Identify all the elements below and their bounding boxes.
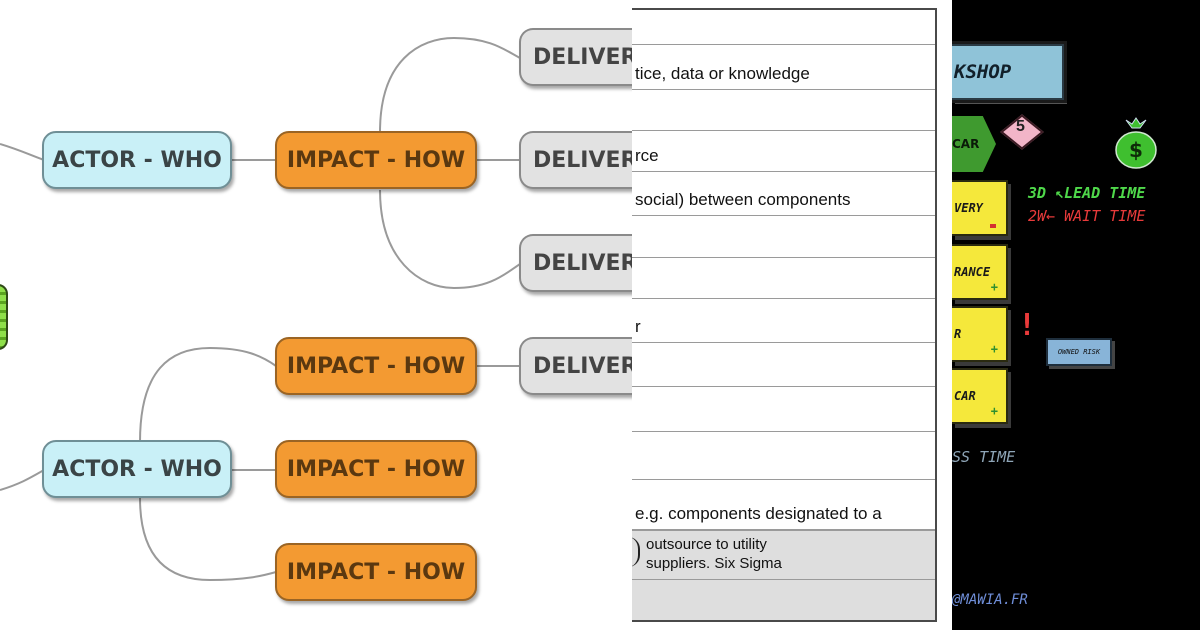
impact-map-panel: ACTOR - WHO IMPACT - HOW DELIVER DELIVER… — [0, 28, 632, 601]
map-connectors — [0, 36, 521, 582]
table-row: social) between components — [632, 172, 935, 216]
table-row: e.g. components designated to a — [632, 480, 935, 530]
table-row — [632, 432, 935, 480]
owned-risk-label: OWNED RISK — [1057, 348, 1101, 356]
table-shaded-cell: outsource to utility suppliers. Six Sigm… — [646, 535, 782, 573]
table-divider — [632, 579, 935, 580]
owned-risk-card: OWNED RISK — [1046, 338, 1112, 366]
shaded-line-2: suppliers. Six Sigma — [646, 555, 782, 572]
deliverable-node-4-label: DELIVER — [533, 353, 632, 379]
actor-node-1-label: ACTOR - WHO — [52, 147, 222, 173]
table-row — [632, 258, 935, 299]
impact-node-1[interactable]: IMPACT - HOW — [275, 131, 477, 189]
impact-node-2-label: IMPACT - HOW — [286, 353, 466, 379]
workshop-header-label: KSHOP — [954, 61, 1012, 83]
sticky-assurance: RANCE+ — [952, 244, 1008, 300]
actor-node-2[interactable]: ACTOR - WHO — [42, 440, 232, 498]
lead-time-label: 3D ↖LEAD TIME — [1028, 184, 1146, 202]
impact-node-4-label: IMPACT - HOW — [286, 559, 466, 585]
sticky-delivery: VERY — [952, 180, 1008, 236]
table-row: rce — [632, 131, 935, 172]
impact-node-3[interactable]: IMPACT - HOW — [275, 440, 477, 498]
deliverable-node-1[interactable]: DELIVER — [519, 28, 632, 86]
plus-mark: + — [990, 404, 998, 418]
sticky-r: R+ — [952, 306, 1008, 362]
sticky-car-label: CAR — [954, 389, 976, 403]
table-row — [632, 216, 935, 258]
root-node-fragment[interactable] — [0, 284, 8, 350]
table-row — [632, 90, 935, 131]
deliverable-node-2[interactable]: DELIVER — [519, 131, 632, 189]
paren-mark — [632, 537, 640, 567]
connector-impact1-deliver3 — [379, 189, 521, 290]
plus-mark: + — [990, 342, 998, 356]
impact-node-1-label: IMPACT - HOW — [286, 147, 466, 173]
connector-impact1-deliver1 — [379, 36, 521, 133]
table-cell: tice, data or knowledge — [635, 64, 810, 83]
sticky-delivery-label: VERY — [954, 201, 983, 215]
table-row: tice, data or knowledge — [632, 45, 935, 90]
workshop-header-card: KSHOP — [952, 44, 1064, 100]
connector-root-actor-2 — [0, 469, 45, 491]
table-cell: e.g. components designated to a — [635, 504, 882, 523]
deliverable-node-3-label: DELIVER — [533, 250, 632, 276]
table-cell: r — [635, 317, 641, 336]
contact-handle: @MAWIA.FR — [952, 592, 1028, 608]
kanban-sketch-panel: KSHOP CAR 5 $ 3D ↖LEAD TIME 2W← WAIT TIM… — [952, 0, 1200, 630]
deliverable-node-2-label: DELIVER — [533, 147, 632, 173]
process-time-label: SS TIME — [952, 448, 1016, 466]
connector-actor2-impact2 — [139, 346, 277, 443]
plus-mark: + — [990, 280, 998, 294]
impact-node-2[interactable]: IMPACT - HOW — [275, 337, 477, 395]
shaded-line-1: outsource to utility — [646, 536, 767, 553]
impact-node-4[interactable]: IMPACT - HOW — [275, 543, 477, 601]
connector-actor2-impact4 — [139, 497, 277, 582]
table-row — [632, 343, 935, 387]
deliverable-node-4[interactable]: DELIVER — [519, 337, 632, 395]
money-bag-icon: $ — [1115, 117, 1157, 169]
table-cell: social) between components — [635, 190, 851, 209]
deliverable-node-3[interactable]: DELIVER — [519, 234, 632, 292]
red-mark — [990, 224, 996, 228]
sticky-r-label: R — [954, 327, 962, 341]
table-cell: rce — [635, 146, 659, 165]
table-panel: tice, data or knowledge rce social) betwee… — [632, 0, 952, 630]
hex-label: CAR — [952, 137, 980, 151]
money-symbol: $ — [1129, 138, 1143, 162]
table-shaded-row: outsource to utility suppliers. Six Sigm… — [632, 530, 935, 620]
table-row — [632, 387, 935, 432]
table-row — [632, 8, 935, 45]
green-hex-card: CAR — [952, 116, 996, 172]
wait-time-label: 2W← WAIT TIME — [1028, 207, 1146, 225]
sticky-assurance-label: RANCE — [954, 265, 991, 279]
actor-node-2-label: ACTOR - WHO — [52, 456, 222, 482]
deliverable-node-1-label: DELIVER — [533, 44, 632, 70]
pink-diamond-number: 5 — [1016, 118, 1025, 135]
connector-root-actor-1 — [0, 143, 45, 161]
actor-node-1[interactable]: ACTOR - WHO — [42, 131, 232, 189]
table-frame — [632, 8, 937, 622]
sticky-car: CAR + — [952, 368, 1008, 424]
table-row: r — [632, 299, 935, 343]
impact-node-3-label: IMPACT - HOW — [286, 456, 466, 482]
exclamation-mark: ! — [1018, 308, 1037, 343]
